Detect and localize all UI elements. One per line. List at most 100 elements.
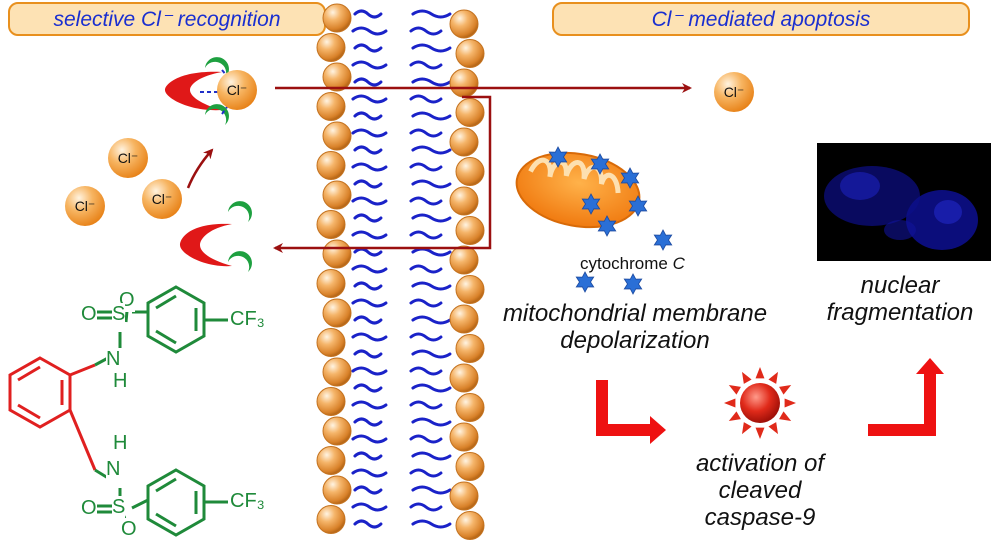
lipid-tail [409, 128, 443, 138]
lipid-tail [353, 315, 383, 325]
lipid-tail [351, 298, 388, 308]
red-arrow-to-caspase [596, 380, 666, 444]
cytochrome-star-icon [597, 215, 617, 237]
lipid-tail [353, 179, 383, 189]
lipid-head [316, 33, 346, 62]
cytochrome-label: cytochrome C [580, 254, 685, 274]
caspase-line-2: cleaved [718, 477, 802, 504]
red-arrow-to-nuclear [868, 358, 944, 436]
lipid-tail [353, 519, 383, 529]
cytochrome-star-icon [628, 195, 648, 217]
atom-n-lower: N [106, 458, 121, 481]
chloride-ion-free-3: Cl⁻ [142, 179, 182, 219]
lipid-tail [411, 179, 452, 189]
lipid-head [455, 216, 485, 245]
lipid-tail [409, 94, 443, 104]
lipid-tail [409, 332, 443, 342]
lipid-tail [411, 9, 452, 19]
lipid-tail [353, 485, 383, 495]
lipid-head [316, 387, 346, 416]
lipid-tail [409, 264, 443, 274]
lipid-head [449, 422, 479, 452]
lipid-tail [353, 43, 383, 53]
lipid-tail [351, 468, 388, 478]
sun-ray [779, 385, 792, 395]
cytochrome-star-icon [581, 193, 601, 215]
lipid-tail [409, 60, 443, 70]
nuclear-line-1: nuclear [860, 272, 940, 299]
lipid-head [316, 505, 346, 534]
lipid-head [316, 446, 346, 475]
lipid-tail [411, 43, 452, 53]
lipid-tail [353, 9, 383, 19]
ion-label: Cl⁻ [117, 149, 139, 166]
lipid-head [449, 127, 479, 157]
lipid-tail [411, 349, 452, 359]
sun-ray [784, 398, 796, 408]
cytochrome-star-icon [623, 273, 643, 295]
atom-n-upper: N [106, 348, 121, 371]
sun-ray [768, 422, 778, 435]
lipid-head [455, 511, 485, 540]
nuclear-image [817, 143, 991, 261]
sun-ray [742, 422, 752, 435]
lipid-tail [353, 145, 383, 155]
sun-ray [755, 427, 765, 439]
lipid-head [316, 151, 346, 180]
title-selective-recognition: selective Cl⁻ recognition [8, 2, 326, 36]
atom-cf3-lower: CF₃ [230, 490, 265, 513]
lipid-tail [409, 434, 443, 444]
lipid-tail [411, 247, 452, 257]
cytochrome-star-icon [653, 229, 673, 251]
red-step-arrows [596, 358, 944, 444]
lipid-head [455, 393, 485, 422]
sun-ray [728, 411, 741, 421]
lipid-head [449, 481, 479, 511]
lipid-tail [351, 26, 388, 36]
caspase-line-1: activation of [695, 450, 825, 477]
atom-h-upper: H [113, 370, 128, 393]
lipid-tail [351, 196, 388, 206]
chloride-ion-free-2: Cl⁻ [65, 186, 105, 226]
lipid-head [322, 121, 352, 151]
sun-ray [728, 385, 741, 395]
lipid-tail [353, 77, 383, 87]
lipid-tails [351, 9, 452, 529]
ion-label: Cl⁻ [151, 190, 173, 207]
return-arrow [273, 95, 492, 253]
lipid-tail [409, 468, 443, 478]
lipid-tail [351, 264, 388, 274]
cytochrome-text: cytochrome [580, 254, 668, 273]
lipid-tail [409, 230, 443, 240]
lipid-tail [409, 400, 443, 410]
lipid-tail [351, 434, 388, 444]
lipid-head [322, 357, 352, 387]
lipid-tail [353, 417, 383, 427]
lipid-head [455, 98, 485, 127]
lipid-tail [411, 485, 452, 495]
lipid-head [449, 363, 479, 393]
lipid-head [455, 334, 485, 363]
transport-arrows [186, 83, 692, 253]
lipid-tail [351, 366, 388, 376]
chloride-ion-released: Cl⁻ [714, 72, 754, 112]
lipid-tail [411, 383, 452, 393]
lipid-head [322, 62, 352, 92]
lipid-head [449, 186, 479, 216]
lipid-heads [316, 3, 485, 540]
lipid-tail [353, 247, 383, 257]
lipid-tail [411, 519, 452, 529]
lipid-tail [411, 281, 452, 291]
lipid-head [322, 416, 352, 446]
lipid-tail [351, 60, 388, 70]
caspase-activation-label: activation of cleaved caspase-9 [660, 450, 860, 531]
ion-label: Cl⁻ [226, 81, 248, 98]
lipid-tail [411, 213, 452, 223]
sun-ray [755, 367, 765, 379]
lipid-head [316, 92, 346, 121]
lipid-tail [411, 77, 452, 87]
cytochrome-star-icon [548, 146, 568, 168]
caspase-line-3: caspase-9 [704, 504, 816, 531]
